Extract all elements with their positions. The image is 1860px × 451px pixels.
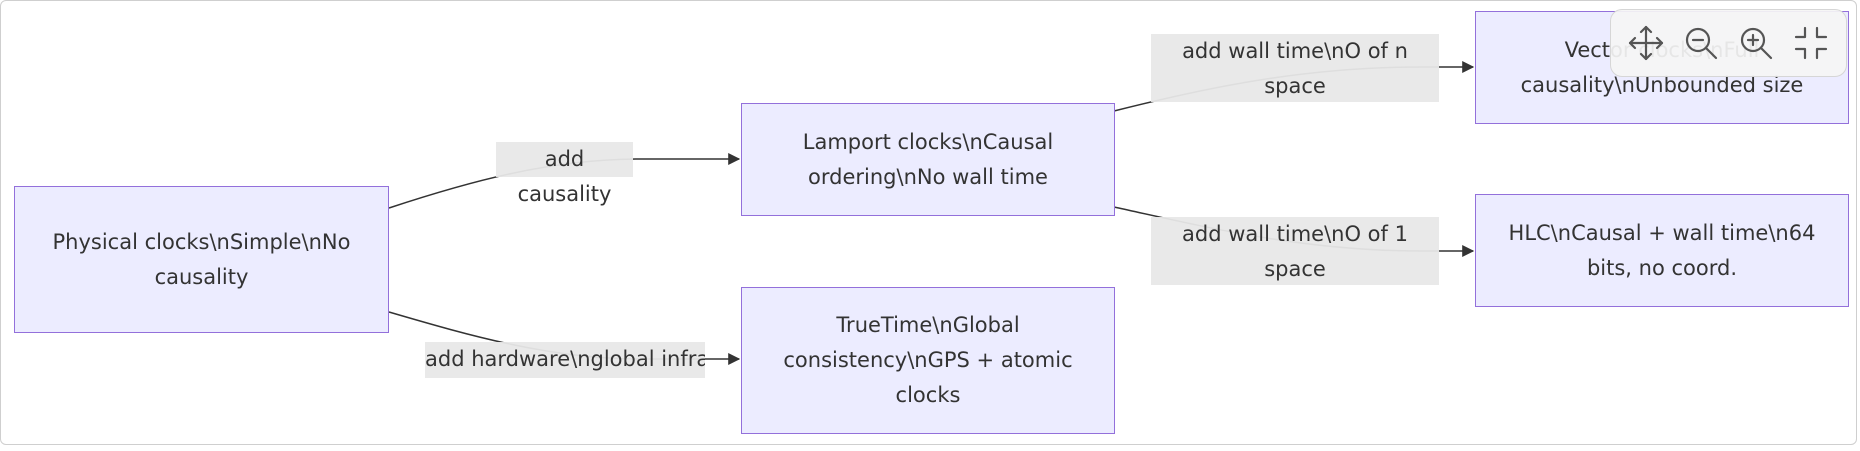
edge-label-vector-text: add wall time\nO of n space — [1182, 39, 1408, 98]
zoom-out-icon — [1686, 27, 1718, 60]
node-truetime: TrueTime\nGlobal consistency\nGPS + atom… — [741, 287, 1115, 434]
move-icon — [1629, 25, 1664, 61]
diagram-toolbar — [1610, 9, 1847, 77]
zoom-in-button[interactable] — [1732, 19, 1780, 67]
node-hlc-text: HLC\nCausal + wall time\n64 bits, no coo… — [1508, 220, 1816, 280]
node-physical-clocks-text: Physical clocks\nSimple\nNo causality — [52, 229, 351, 289]
collapse-icon — [1794, 26, 1827, 60]
node-physical-clocks: Physical clocks\nSimple\nNo causality — [14, 186, 389, 333]
edge-label-hlc: add wall time\nO of 1 space — [1151, 217, 1439, 285]
edge-label-add-causality-text: add causality — [517, 147, 612, 206]
move-button[interactable] — [1622, 19, 1670, 67]
node-truetime-text: TrueTime\nGlobal consistency\nGPS + atom… — [783, 313, 1073, 407]
edge-label-vector: add wall time\nO of n space — [1151, 34, 1439, 102]
collapse-button[interactable] — [1787, 19, 1835, 67]
zoom-out-button[interactable] — [1677, 19, 1725, 67]
node-lamport-clocks: Lamport clocks\nCausal ordering\nNo wall… — [741, 103, 1115, 216]
edge-label-add-hardware-text: add hardware\nglobal infra — [425, 347, 705, 371]
edge-label-add-causality: add causality — [496, 142, 633, 206]
zoom-in-icon — [1740, 27, 1772, 60]
node-hlc: HLC\nCausal + wall time\n64 bits, no coo… — [1475, 194, 1849, 307]
edge-label-hlc-text: add wall time\nO of 1 space — [1182, 222, 1408, 281]
edge-label-add-hardware: add hardware\nglobal infra — [425, 342, 705, 378]
node-lamport-clocks-text: Lamport clocks\nCausal ordering\nNo wall… — [802, 129, 1054, 189]
